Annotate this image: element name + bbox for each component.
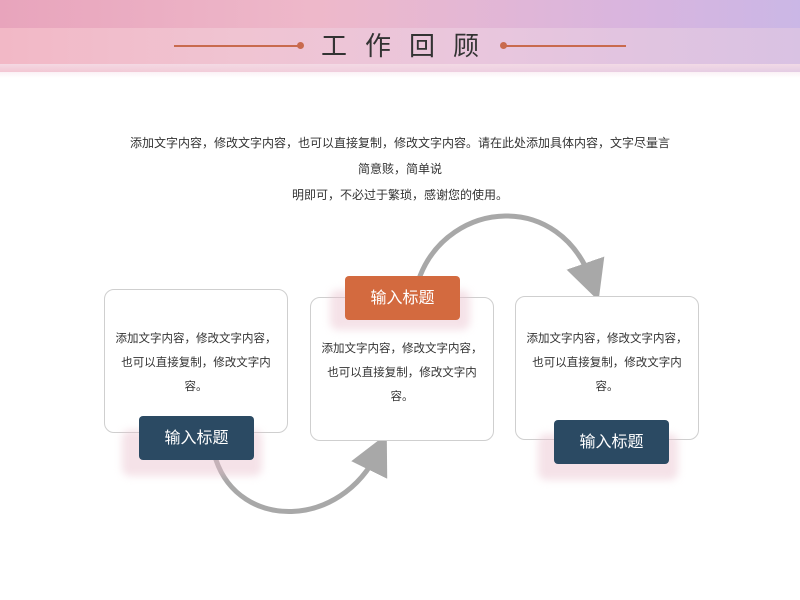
arrow-top-icon: [417, 213, 605, 301]
intro-line-1: 添加文字内容，修改文字内容，也可以直接复制，修改文字内容。请在此处添加具体内容，…: [130, 136, 671, 176]
title-line-left: [174, 45, 298, 47]
card-1-title-tag[interactable]: 输入标题: [139, 416, 254, 460]
card-1-text: 添加文字内容，修改文字内容， 也可以直接复制，修改文字内 容。: [104, 326, 288, 398]
card-3-title-tag[interactable]: 输入标题: [554, 420, 669, 464]
page-title: 工作回顾: [320, 32, 497, 62]
title-dot-left: [297, 42, 304, 49]
title-dot-right: [500, 42, 507, 49]
card-2-line-3: 容。: [390, 389, 414, 403]
arrow-bottom-icon: [213, 434, 388, 514]
card-1-line-3: 容。: [184, 379, 208, 393]
card-1-line-1: 添加文字内容，修改文字内容，: [115, 331, 277, 345]
card-3-line-2: 也可以直接复制，修改文字内: [532, 355, 682, 369]
card-3-line-3: 容。: [595, 379, 619, 393]
card-2-title-tag[interactable]: 输入标题: [345, 276, 460, 320]
card-1-line-2: 也可以直接复制，修改文字内: [121, 355, 271, 369]
card-2-text: 添加文字内容，修改文字内容， 也可以直接复制，修改文字内 容。: [310, 336, 494, 408]
card-2-line-2: 也可以直接复制，修改文字内: [327, 365, 477, 379]
header-band: [0, 0, 800, 78]
intro-line-2: 明即可，不必过于繁琐，感谢您的使用。: [291, 188, 508, 202]
card-3-text: 添加文字内容，修改文字内容， 也可以直接复制，修改文字内 容。: [515, 326, 699, 398]
card-3-line-1: 添加文字内容，修改文字内容，: [526, 331, 688, 345]
card-3: [515, 296, 699, 440]
card-2: [310, 297, 494, 441]
card-2-line-1: 添加文字内容，修改文字内容，: [321, 341, 483, 355]
intro-text: 添加文字内容，修改文字内容，也可以直接复制，修改文字内容。请在此处添加具体内容，…: [130, 130, 670, 208]
title-line-right: [504, 45, 626, 47]
